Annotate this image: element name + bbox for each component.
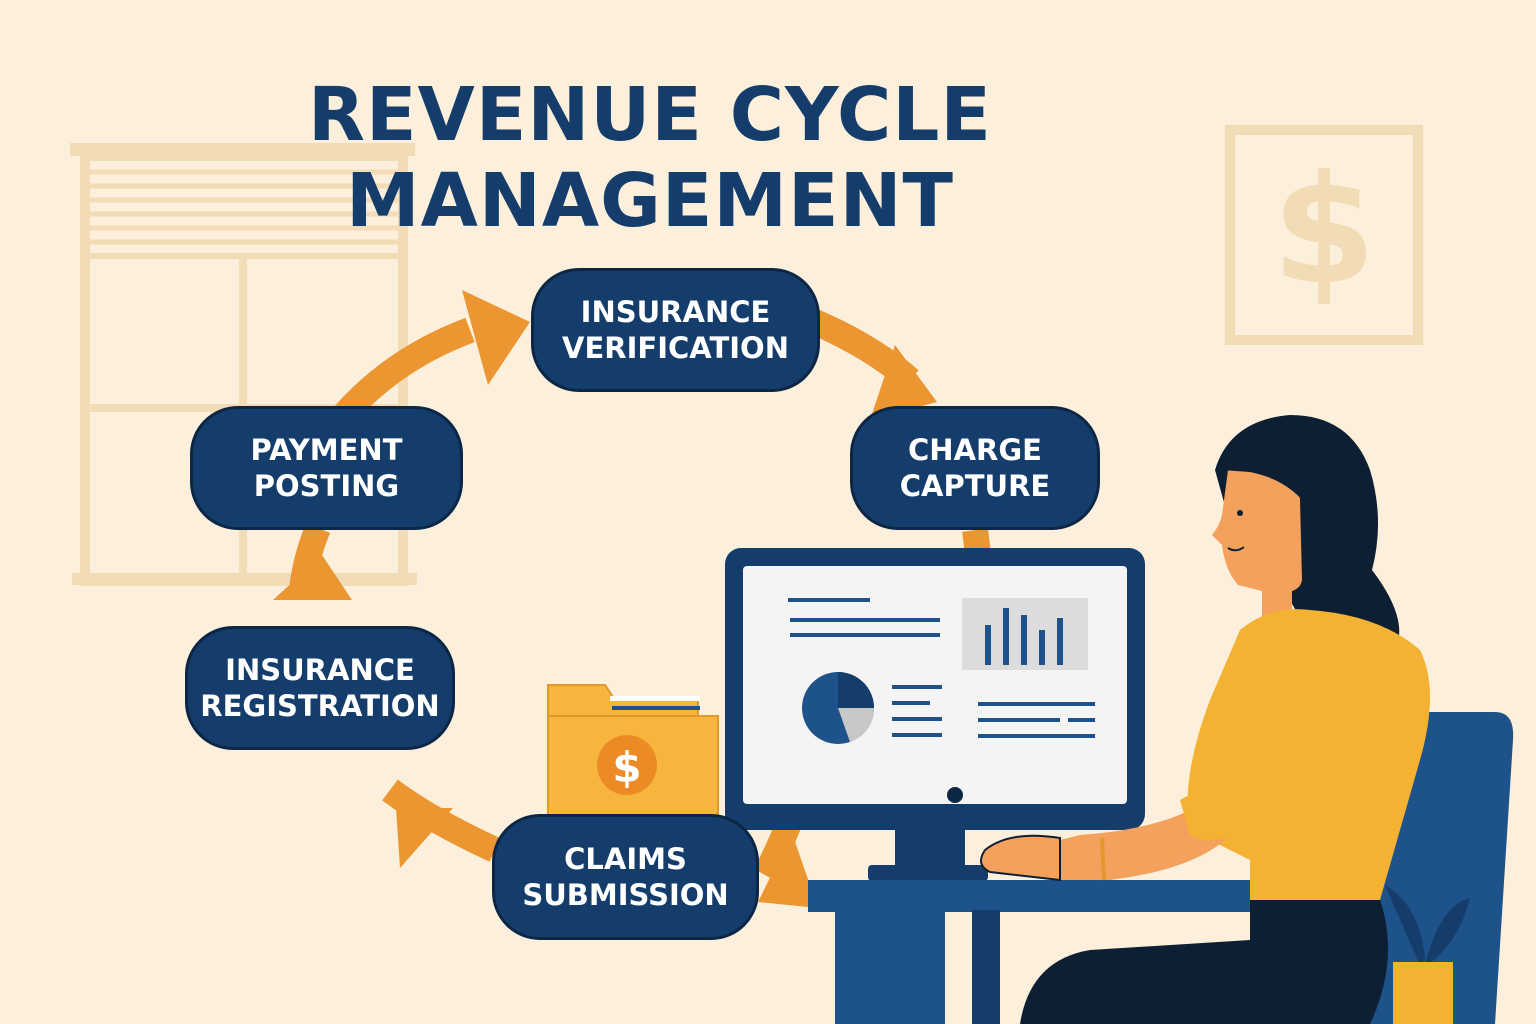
step-label-line-2: REGISTRATION [200,689,440,723]
step-label-line-1: CHARGE [908,433,1042,467]
step-payment-posting: PAYMENT POSTING [190,406,463,530]
step-label-line-1: INSURANCE [225,653,415,687]
svg-text:$: $ [612,743,641,792]
page-title: REVENUE CYCLE MANAGEMENT [300,72,1000,244]
step-charge-capture: CHARGE CAPTURE [850,406,1100,530]
step-label-line-2: CAPTURE [899,469,1051,503]
plant-illustration [1385,885,1470,1024]
step-label-line-1: INSURANCE [580,295,771,329]
title-line-1: REVENUE CYCLE [308,72,992,158]
step-insurance-registration: INSURANCE REGISTRATION [185,626,455,750]
title-line-2: MANAGEMENT [346,158,954,244]
step-label-line-2: VERIFICATION [562,331,789,365]
desk-illustration [808,880,1258,1024]
cycle-arrowheads [273,290,937,908]
woman-illustration [980,415,1430,1024]
step-label-line-1: PAYMENT [250,433,403,467]
step-label-line-1: CLAIMS [564,842,687,876]
step-claims-submission: CLAIMS SUBMISSION [492,814,759,940]
step-label-line-2: POSTING [253,469,400,503]
dollar-frame-icon: $ [1225,125,1423,345]
folder-illustration: $ [547,684,719,821]
step-insurance-verification: INSURANCE VERIFICATION [531,268,820,392]
monitor-illustration [725,548,1145,881]
svg-text:$: $ [1272,144,1376,318]
step-label-line-2: SUBMISSION [522,878,729,912]
